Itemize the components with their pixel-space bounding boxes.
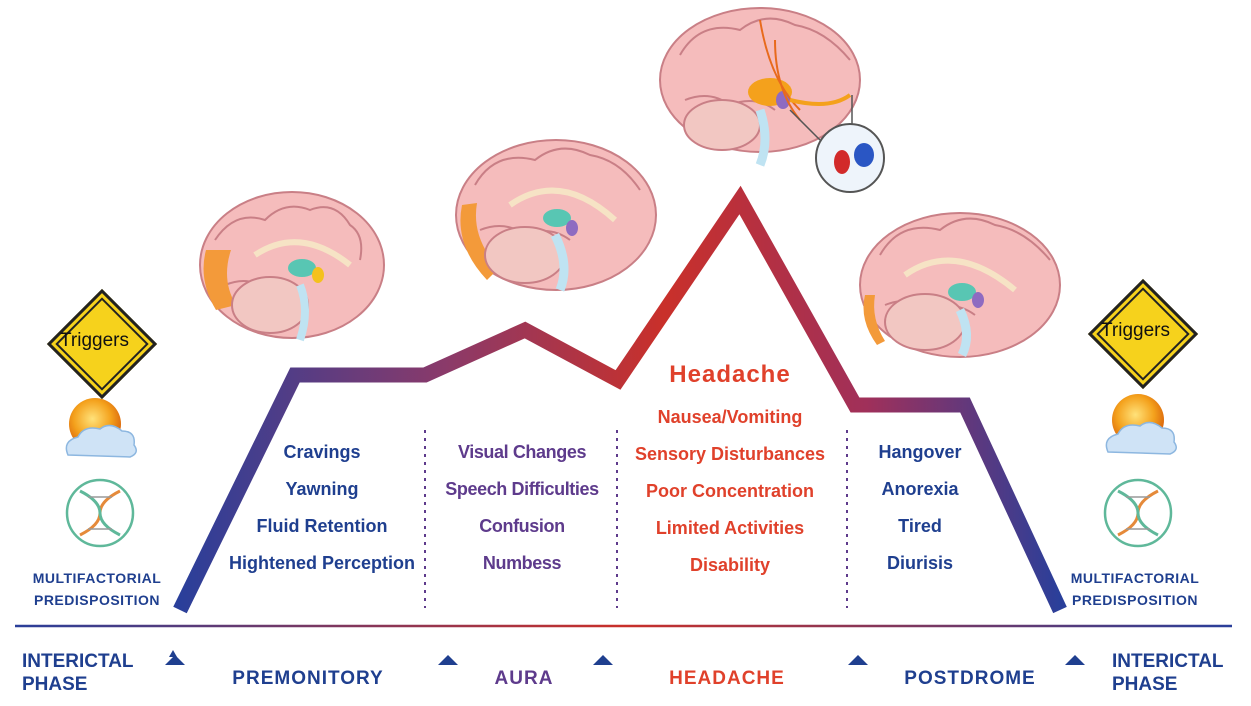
- symptom-item: Sensory Disturbances: [634, 444, 826, 464]
- phase-marker-1b: [165, 655, 185, 665]
- aura-symptoms: Visual Changes Speech Difficulties Confu…: [432, 434, 612, 582]
- symptom-item: Tired: [898, 516, 942, 536]
- symptom-item: Nausea/Vomiting: [657, 407, 803, 427]
- phase-marker-4: [848, 655, 868, 665]
- phase-headache: HEADACHE: [669, 668, 785, 689]
- headache-symptoms: Nausea/Vomiting Sensory Disturbances Poo…: [625, 399, 835, 584]
- symptom-item: Cravings: [283, 442, 361, 462]
- triggers-label-right: Triggers: [1101, 320, 1170, 341]
- symptom-item: Anorexia: [881, 479, 959, 499]
- symptom-item: Fluid Retention: [256, 516, 388, 536]
- phase-interictal-left: INTERICTAL PHASE: [22, 651, 134, 695]
- brain-postdrome-illustration: [859, 212, 1061, 358]
- dna-icon-left: [65, 478, 135, 548]
- symptom-item: Poor Concentration: [645, 481, 814, 501]
- symptom-item: Numbess: [482, 553, 562, 573]
- phase-marker-2: [438, 655, 458, 665]
- symptom-item: Hangover: [878, 442, 962, 462]
- weather-icon-left: [65, 398, 137, 458]
- predisposition-right: MULTIFACTORIAL PREDISPOSITION: [1070, 570, 1200, 608]
- symptom-item: Disability: [689, 555, 771, 575]
- symptom-item: Visual Changes: [457, 442, 587, 462]
- weather-icon-right: [1105, 394, 1177, 455]
- phase-interictal-right: INTERICTAL PHASE: [1112, 651, 1224, 695]
- phase-marker-5: [1065, 655, 1085, 665]
- symptom-item: Yawning: [285, 479, 359, 499]
- migraine-phase-curve: [173, 185, 1067, 614]
- phase-aura: AURA: [494, 668, 554, 689]
- phase-marker-3: [593, 655, 613, 665]
- predisposition-left: MULTIFACTORIAL PREDISPOSITION: [32, 570, 162, 608]
- symptom-item: Confusion: [479, 516, 565, 536]
- brain-aura-illustration: [455, 139, 657, 292]
- phase-premonitory: PREMONITORY: [232, 668, 384, 689]
- symptom-item: Speech Difficulties: [445, 479, 599, 499]
- dna-icon-right: [1103, 478, 1173, 548]
- triggers-label-left: Triggers: [60, 330, 129, 351]
- symptom-item: Diurisis: [886, 553, 954, 573]
- postdrome-symptoms: Hangover Anorexia Tired Diurisis: [845, 434, 995, 582]
- brain-headache-illustration: [659, 7, 885, 193]
- phase-postdrome: POSTDROME: [904, 668, 1036, 689]
- brain-premonitory-illustration: [199, 191, 385, 342]
- symptom-item: Limited Activities: [655, 518, 805, 538]
- symptom-item: Hightened Perception: [228, 553, 416, 573]
- premonitory-symptoms: Cravings Yawning Fluid Retention Highten…: [222, 434, 422, 582]
- headache-title: Headache: [669, 361, 791, 388]
